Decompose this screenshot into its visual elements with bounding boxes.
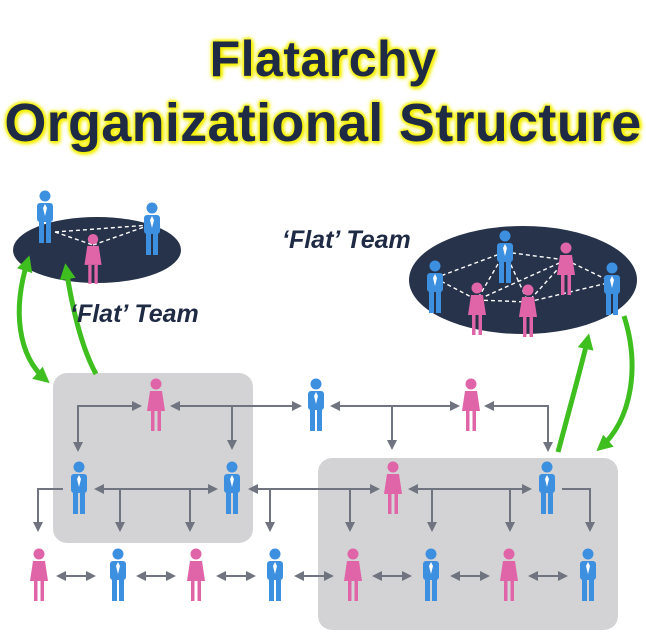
flat-team-label-right: ‘Flat’ Team: [282, 226, 411, 254]
male-person-icon: [423, 548, 439, 601]
male-person-icon: [427, 260, 443, 313]
female-person-icon: [557, 242, 575, 295]
male-person-icon: [144, 202, 160, 255]
male-person-icon: [539, 461, 555, 514]
male-person-icon: [604, 262, 620, 315]
female-person-icon: [519, 284, 537, 337]
female-person-icon: [500, 548, 518, 601]
hierarchy-arrows: [33, 401, 595, 581]
male-person-icon: [267, 548, 283, 601]
right-team-box: [318, 458, 618, 630]
male-person-icon: [71, 461, 87, 514]
female-person-icon: [344, 548, 362, 601]
title-line-1: Flatarchy: [209, 31, 437, 87]
male-person-icon: [110, 548, 126, 601]
female-person-icon: [84, 233, 102, 284]
female-person-icon: [187, 548, 205, 601]
female-person-icon: [384, 461, 402, 514]
female-person-icon: [462, 378, 480, 431]
male-person-icon: [308, 378, 324, 431]
flat-team-label-left: ‘Flat’ Team: [70, 300, 199, 328]
male-person-icon: [497, 230, 513, 283]
male-person-icon: [580, 548, 596, 601]
male-person-icon: [37, 190, 53, 243]
female-person-icon: [468, 282, 486, 335]
male-person-icon: [224, 461, 240, 514]
title-line-2: Organizational Structure: [4, 93, 642, 153]
people-layer: [30, 190, 620, 601]
team-ellipse-right: [409, 226, 637, 334]
female-person-icon: [30, 548, 48, 601]
feedback-arrows: [16, 255, 635, 453]
female-person-icon: [147, 378, 165, 431]
